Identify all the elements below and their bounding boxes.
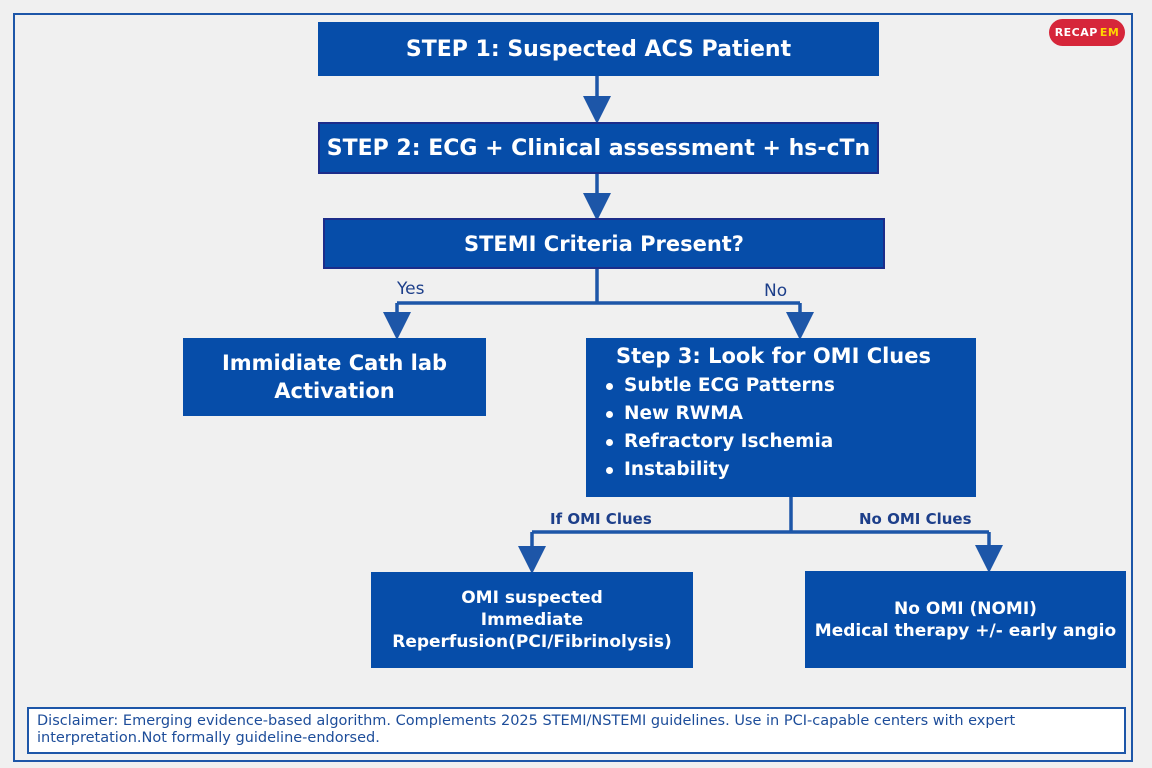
list-item: Subtle ECG Patterns: [606, 372, 835, 400]
step3-title: Step 3: Look for OMI Clues: [616, 344, 931, 368]
if-omi-branch-label: If OMI Clues: [550, 510, 652, 528]
list-item: Refractory Ischemia: [606, 428, 835, 456]
step1-label: STEP 1: Suspected ACS Patient: [405, 36, 792, 62]
diagram-frame: [13, 13, 1133, 762]
cath-lab-box: Immidiate Cath lab Activation: [183, 338, 486, 416]
omi-clue-list: Subtle ECG Patterns New RWMA Refractory …: [586, 372, 835, 484]
nomi-line2: Medical therapy +/- early angio: [814, 620, 1117, 641]
omi-line2: Immediate: [480, 610, 584, 630]
cath-line1: Immidiate Cath lab: [221, 351, 448, 375]
no-omi-branch-label: No OMI Clues: [859, 510, 972, 528]
step1-box: STEP 1: Suspected ACS Patient: [318, 22, 879, 76]
cath-line2: Activation: [274, 379, 395, 403]
list-item: Instability: [606, 456, 835, 484]
stemi-decision-box: STEMI Criteria Present?: [323, 218, 885, 269]
omi-line3: Reperfusion(PCI/Fibrinolysis): [392, 632, 672, 652]
stemi-label: STEMI Criteria Present?: [463, 231, 744, 256]
nomi-box: No OMI (NOMI) Medical therapy +/- early …: [805, 571, 1126, 668]
no-branch-label: No: [764, 281, 788, 301]
list-item: New RWMA: [606, 400, 835, 428]
nomi-line1: No OMI (NOMI): [894, 598, 1037, 619]
step3-box: Step 3: Look for OMI Clues Subtle ECG Pa…: [586, 338, 976, 497]
disclaimer-box: Disclaimer: Emerging evidence-based algo…: [27, 707, 1126, 754]
step2-box: STEP 2: ECG + Clinical assessment + hs-c…: [318, 122, 879, 174]
step2-label: STEP 2: ECG + Clinical assessment + hs-c…: [326, 135, 871, 161]
disclaimer-text: Disclaimer: Emerging evidence-based algo…: [37, 713, 1016, 746]
omi-line1: OMI suspected: [461, 588, 603, 608]
yes-branch-label: Yes: [397, 279, 425, 299]
omi-suspected-box: OMI suspected Immediate Reperfusion(PCI/…: [371, 572, 693, 668]
